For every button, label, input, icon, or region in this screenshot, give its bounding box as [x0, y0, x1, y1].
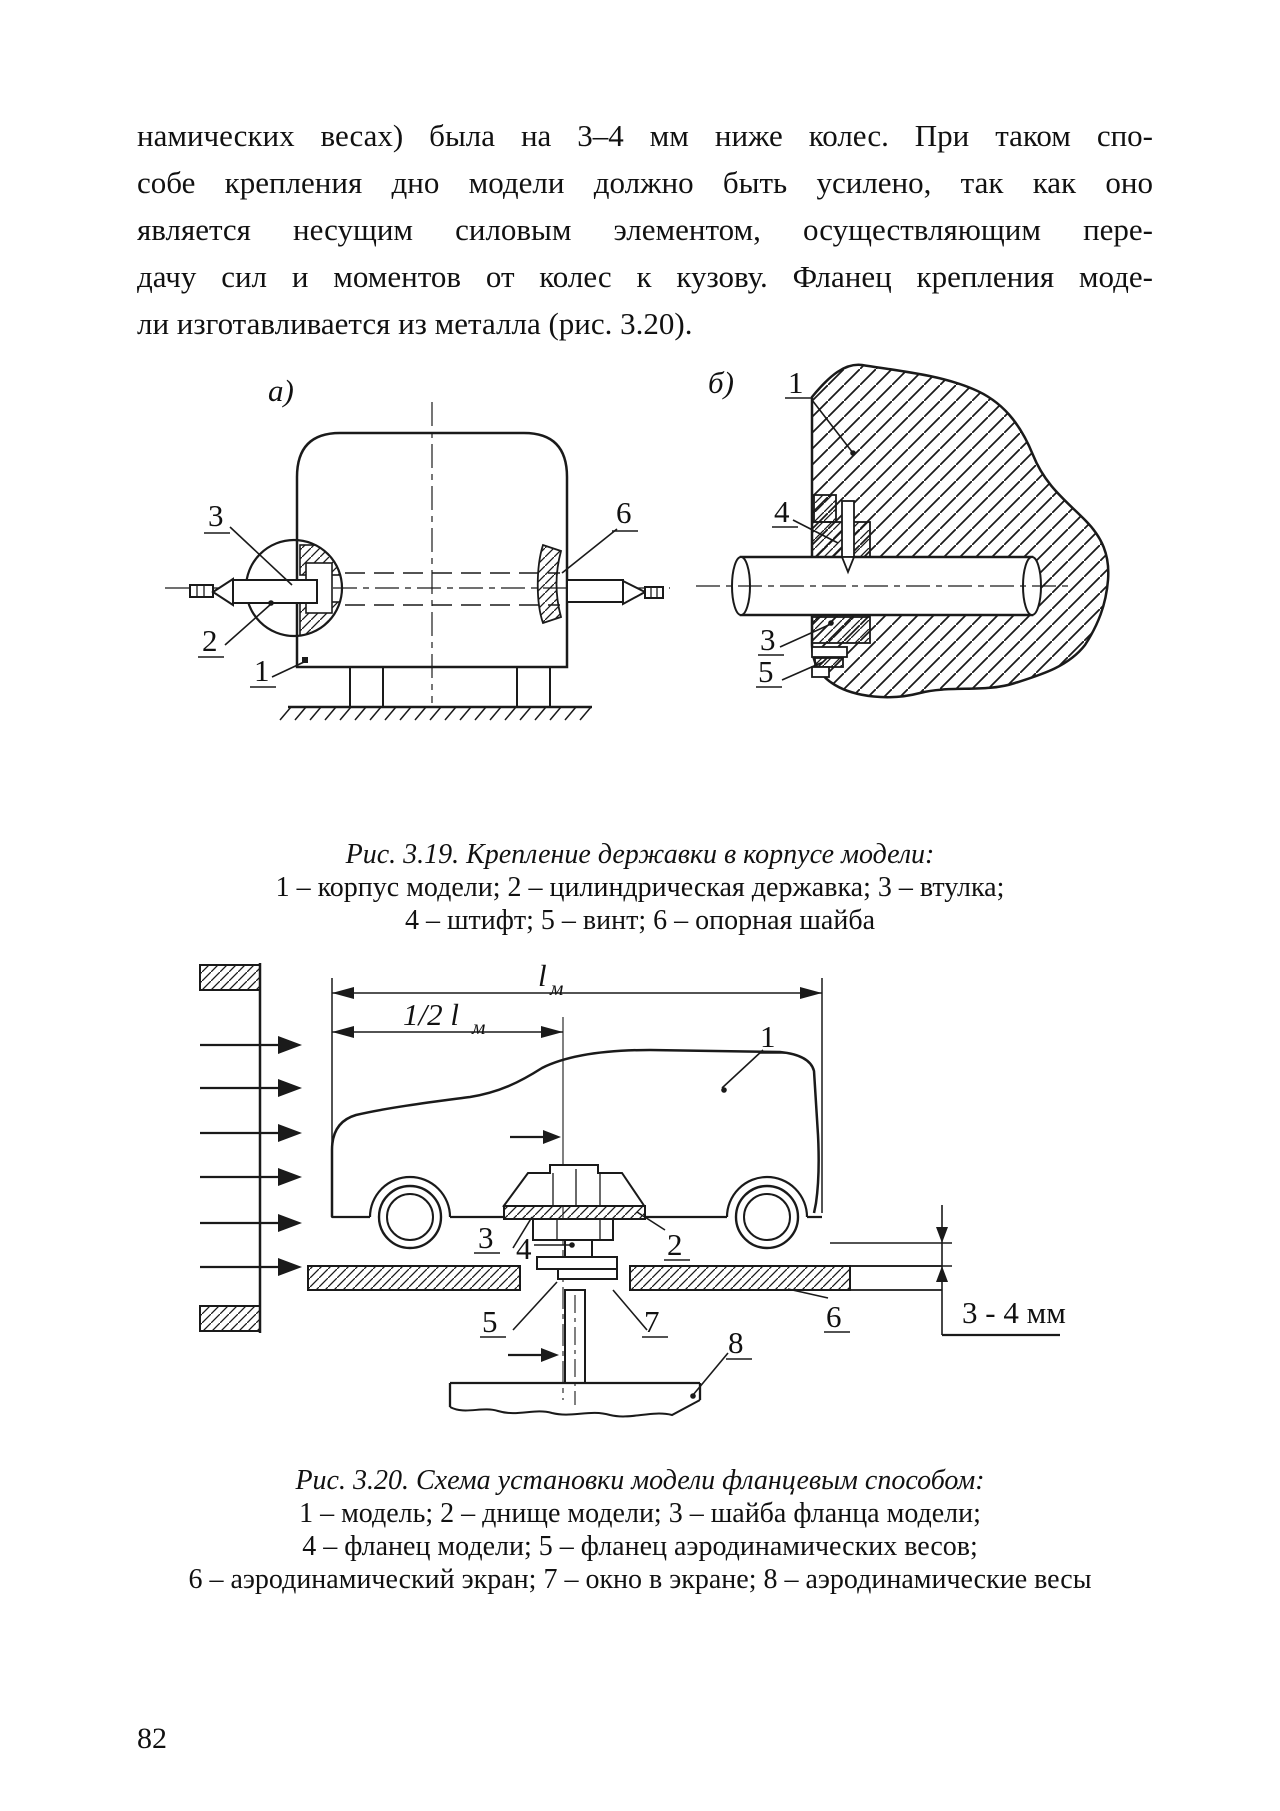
- aerodynamic-screen: [307, 1265, 942, 1291]
- airflow-arrows: [200, 1036, 302, 1276]
- part-label-5: 5: [482, 1304, 498, 1339]
- holder-rod-right: [566, 579, 664, 606]
- dim-half-lm-label: 1/2 l: [403, 997, 459, 1032]
- figure-3-19-drawing: а) 3 2 1 6: [165, 363, 1110, 721]
- paragraph-line: является несущим силовым элементом, осущ…: [137, 212, 1153, 247]
- view-b-label: б): [708, 365, 734, 400]
- part-label-8: 8: [728, 1325, 744, 1360]
- part-label-3: 3: [208, 498, 224, 533]
- figure-3-19-caption: Рис. 3.19. Крепление державки в корпусе …: [0, 838, 1280, 937]
- holder-section-view: [696, 363, 1110, 699]
- paragraph-line: намических весах) была на 3–4 мм ниже ко…: [137, 118, 1153, 153]
- model-bottom-washer: [503, 1205, 646, 1220]
- part-label-3: 3: [478, 1220, 494, 1255]
- view-a-label: а): [268, 373, 294, 408]
- part-label-3b: 3: [760, 622, 776, 657]
- part-label-1b: 1: [788, 365, 804, 400]
- figure-3-19-legend-line: 4 – штифт; 5 – винт; 6 – опорная шайба: [404, 905, 876, 936]
- dim-lm-sub: м: [549, 976, 563, 1000]
- part-label-7: 7: [644, 1304, 660, 1339]
- figure-3-19-legend-line: 1 – корпус модели; 2 – цилиндрическая де…: [275, 872, 1005, 903]
- model-support-legs: [349, 667, 551, 707]
- page-number: 82: [137, 1722, 167, 1755]
- model-body-front-view: [165, 402, 670, 721]
- flange-housing: [502, 1164, 646, 1280]
- leader-lines-view-a: [198, 526, 638, 688]
- dim-half-lm-sub: м: [471, 1015, 485, 1039]
- sleeve-detail-circle: [244, 538, 344, 638]
- dim-gap-label: 3 - 4 мм: [962, 1295, 1066, 1330]
- part-label-1: 1: [254, 653, 270, 688]
- leader-lines-view-b: [756, 397, 856, 688]
- leader-lines-fig320: [474, 1049, 850, 1399]
- dimension-lm: [331, 978, 823, 1218]
- paragraph-line: собе крепления дно модели должно быть ус…: [137, 165, 1153, 200]
- figure-3-20-legend-line: 1 – модель; 2 – днище модели; 3 – шайба …: [299, 1498, 981, 1529]
- dim-lm-label: l: [538, 958, 547, 993]
- support-washer-section: [536, 543, 563, 625]
- figure-3-20-legend-line: 4 – фланец модели; 5 – фланец аэродинами…: [302, 1531, 978, 1562]
- model-body-outline: [295, 431, 569, 669]
- part-label-1: 1: [760, 1019, 776, 1054]
- part-label-4: 4: [516, 1231, 532, 1266]
- holder-rod-left: [189, 577, 318, 607]
- part-label-2: 2: [202, 623, 218, 658]
- car-wheels: [377, 1184, 800, 1250]
- figure-3-20-drawing: l м 1/2 l м 3 - 4 мм 1 2 3 4 5 6 7 8: [199, 958, 1066, 1418]
- flow-direction-arrows: [508, 1130, 561, 1362]
- flange-and-pin: [811, 494, 871, 575]
- part-label-2: 2: [667, 1227, 683, 1262]
- figure-3-20-caption: Рис. 3.20. Схема установки модели фланце…: [0, 1464, 1280, 1596]
- figure-3-20-legend-line: 6 – аэродинамический экран; 7 – окно в э…: [188, 1564, 1092, 1595]
- part-label-6: 6: [616, 495, 632, 530]
- balance-support-shaft: [564, 1289, 586, 1405]
- ground-hatching: [279, 705, 592, 721]
- paragraph: намических весах) была на 3–4 мм ниже ко…: [137, 112, 1153, 347]
- nozzle-exit: [199, 963, 262, 1333]
- aerodynamic-balance: [448, 1381, 702, 1418]
- part-label-5b: 5: [758, 654, 774, 689]
- dimension-gap-3-4mm: [830, 1205, 1060, 1337]
- paragraph-line: дачу сил и моментов от колес к кузову. Ф…: [137, 259, 1153, 294]
- sleeve-and-screw: [811, 616, 871, 678]
- part-label-4b: 4: [774, 494, 790, 529]
- figure-3-19-caption-title: Рис. 3.19. Крепление державки в корпусе …: [345, 839, 935, 870]
- figure-3-20-caption-title: Рис. 3.20. Схема установки модели фланце…: [295, 1465, 985, 1496]
- paragraph-line: ли изготавливается из металла (рис. 3.20…: [137, 306, 693, 341]
- part-label-6: 6: [826, 1299, 842, 1334]
